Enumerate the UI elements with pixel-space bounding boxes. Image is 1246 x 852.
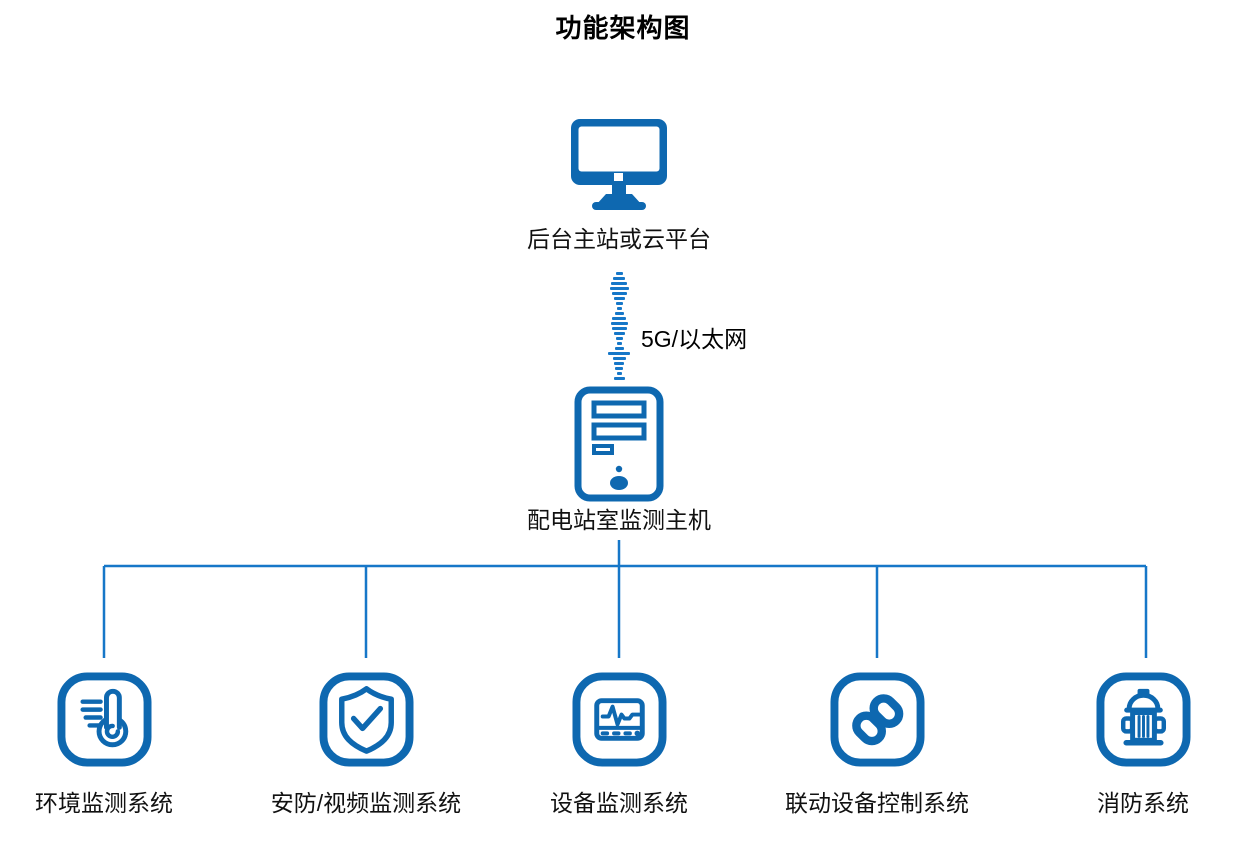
tree-connector bbox=[102, 540, 1148, 658]
system-node-equipment: 设备监测系统 bbox=[499, 672, 739, 818]
system-label: 消防系统 bbox=[1097, 790, 1189, 816]
system-node-environment: 环境监测系统 bbox=[0, 672, 224, 818]
thermometer-icon bbox=[56, 672, 152, 767]
shield-check-icon bbox=[318, 672, 414, 767]
cloud-platform-label: 后台主站或云平台 bbox=[527, 226, 711, 252]
system-node-linkage-control: 联动设备控制系统 bbox=[757, 672, 997, 818]
page-title: 功能架构图 bbox=[555, 13, 691, 43]
device-monitor-icon bbox=[571, 672, 667, 767]
cloud-platform-node bbox=[570, 118, 668, 212]
uplink-wireless-link bbox=[604, 272, 634, 382]
system-label: 安防/视频监测系统 bbox=[270, 790, 462, 816]
system-label: 设备监测系统 bbox=[550, 790, 688, 816]
system-label: 联动设备控制系统 bbox=[785, 790, 969, 816]
fire-hydrant-icon bbox=[1095, 672, 1191, 767]
system-node-security-video: 安防/视频监测系统 bbox=[246, 672, 486, 818]
server-tower-icon bbox=[574, 386, 664, 506]
system-label: 环境监测系统 bbox=[35, 790, 173, 816]
chain-link-icon bbox=[829, 672, 925, 767]
system-node-fire: 消防系统 bbox=[1023, 672, 1246, 818]
host-node bbox=[574, 386, 664, 502]
host-label: 配电站室监测主机 bbox=[527, 507, 711, 533]
desktop-monitor-icon bbox=[570, 119, 668, 216]
uplink-label: 5G/以太网 bbox=[641, 326, 748, 352]
